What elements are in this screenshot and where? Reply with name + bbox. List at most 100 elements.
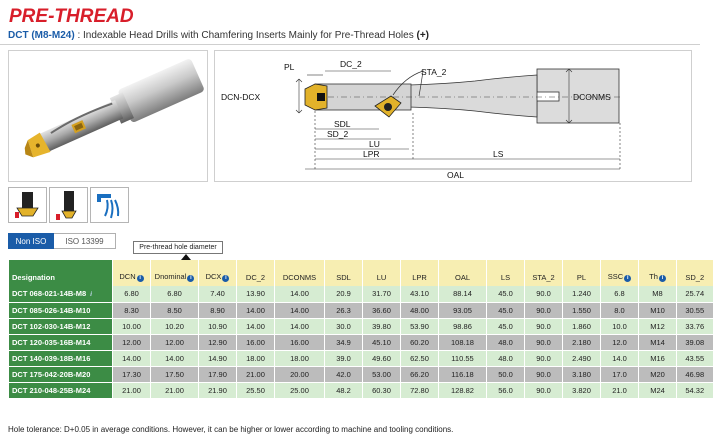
- table-cell: M24: [638, 382, 677, 399]
- column-header: DCONMS: [274, 260, 325, 286]
- table-cell: 50.0: [486, 366, 525, 383]
- info-icon[interactable]: i: [136, 275, 144, 282]
- table-cell: 13.90: [236, 286, 275, 303]
- iso-13399-tab[interactable]: ISO 13399: [54, 233, 116, 249]
- table-cell: M8: [638, 286, 677, 303]
- table-cell: 12.00: [150, 334, 199, 351]
- table-cell: 8.90: [198, 302, 237, 319]
- table-cell: 10.90: [198, 318, 237, 335]
- designation-cell[interactable]: DCT 120-035-16B-M14: [8, 334, 113, 351]
- pre-thread-logo: PRE-THREAD: [8, 3, 138, 27]
- drill-photo-image: [24, 59, 204, 158]
- table-cell: 8.50: [150, 302, 199, 319]
- table-cell: 45.0: [486, 286, 525, 303]
- table-cell: M16: [638, 350, 677, 367]
- table-cell: 12.00: [112, 334, 151, 351]
- label-lpr: LPR: [363, 149, 380, 159]
- table-cell: 110.55: [438, 350, 487, 367]
- designation-cell[interactable]: DCT 210-048-25B-M24: [8, 382, 113, 399]
- info-icon[interactable]: i: [624, 275, 632, 282]
- table-cell: 14.00: [274, 302, 325, 319]
- table-cell: 60.30: [362, 382, 401, 399]
- table-cell: 128.82: [438, 382, 487, 399]
- table-cell: 49.60: [362, 350, 401, 367]
- table-cell: 12.0: [600, 334, 639, 351]
- table-cell: 25.00: [274, 382, 325, 399]
- table-cell: 48.0: [486, 350, 525, 367]
- expand-plus-link[interactable]: (+): [416, 30, 429, 41]
- table-cell: 7.40: [198, 286, 237, 303]
- designation-label: DCT 175-042-20B-M20: [12, 369, 91, 379]
- dimension-diagram: PL DC_2 STA_2 DCN-DCX DCONMS SDL SD_2 LU…: [214, 50, 692, 182]
- feature-icons: [8, 187, 129, 223]
- table-cell: 17.90: [198, 366, 237, 383]
- table-cell: 45.0: [486, 302, 525, 319]
- table-cell: 6.8: [600, 286, 639, 303]
- column-header-label: LS: [500, 273, 511, 282]
- column-header-label: Th: [649, 272, 658, 281]
- coolant-drill-icon: [8, 187, 47, 223]
- table-cell: 12.90: [198, 334, 237, 351]
- designation-cell[interactable]: DCT 140-039-18B-M16: [8, 350, 113, 367]
- table-cell: 3.180: [562, 366, 601, 383]
- table-cell: M12: [638, 318, 677, 335]
- column-header-label: SSC: [607, 272, 624, 281]
- label-lu: LU: [369, 139, 380, 149]
- table-cell: 1.860: [562, 318, 601, 335]
- label-dc2: DC_2: [340, 59, 362, 69]
- row-info-icon[interactable]: i: [90, 291, 92, 298]
- table-cell: 39.0: [324, 350, 363, 367]
- table-cell: 43.55: [676, 350, 713, 367]
- table-cell: 14.00: [150, 350, 199, 367]
- designation-label: DCT 140-039-18B-M16: [12, 353, 91, 363]
- table-cell: 21.0: [600, 382, 639, 399]
- column-header-label: DCN: [119, 272, 136, 281]
- label-sdl: SDL: [334, 119, 351, 129]
- product-description: : Indexable Head Drills with Chamfering …: [74, 30, 417, 41]
- info-icon[interactable]: i: [658, 275, 666, 282]
- column-header: LS: [486, 260, 525, 286]
- designation-label: DCT 120-035-16B-M14: [12, 337, 91, 347]
- designation-cell[interactable]: DCT 175-042-20B-M20: [8, 366, 113, 383]
- column-header: LPR: [400, 260, 439, 286]
- info-icon[interactable]: i: [187, 275, 195, 282]
- table-cell: 16.00: [236, 334, 275, 351]
- table-cell: 90.0: [524, 334, 563, 351]
- table-cell: 1.550: [562, 302, 601, 319]
- column-header-label: STA_2: [532, 273, 555, 282]
- table-cell: 42.0: [324, 366, 363, 383]
- non-iso-tab[interactable]: Non ISO: [8, 233, 54, 249]
- table-cell: 16.00: [274, 334, 325, 351]
- label-pl: PL: [284, 62, 295, 72]
- table-cell: 25.50: [236, 382, 275, 399]
- info-icon[interactable]: i: [222, 275, 230, 282]
- table-cell: 90.0: [524, 366, 563, 383]
- table-cell: 8.30: [112, 302, 151, 319]
- designation-cell[interactable]: DCT 085-026-14B-M10: [8, 302, 113, 319]
- table-cell: 10.0: [600, 318, 639, 335]
- logo-text: PRE-THREAD: [9, 6, 134, 27]
- designation-cell[interactable]: DCT 102-030-14B-M12: [8, 318, 113, 335]
- column-header-label: DCX: [205, 272, 222, 281]
- table-cell: 48.2: [324, 382, 363, 399]
- table-cell: M20: [638, 366, 677, 383]
- table-cell: 21.00: [236, 366, 275, 383]
- table-cell: 90.0: [524, 286, 563, 303]
- table-cell: 2.490: [562, 350, 601, 367]
- table-cell: 53.90: [400, 318, 439, 335]
- table-cell: 36.60: [362, 302, 401, 319]
